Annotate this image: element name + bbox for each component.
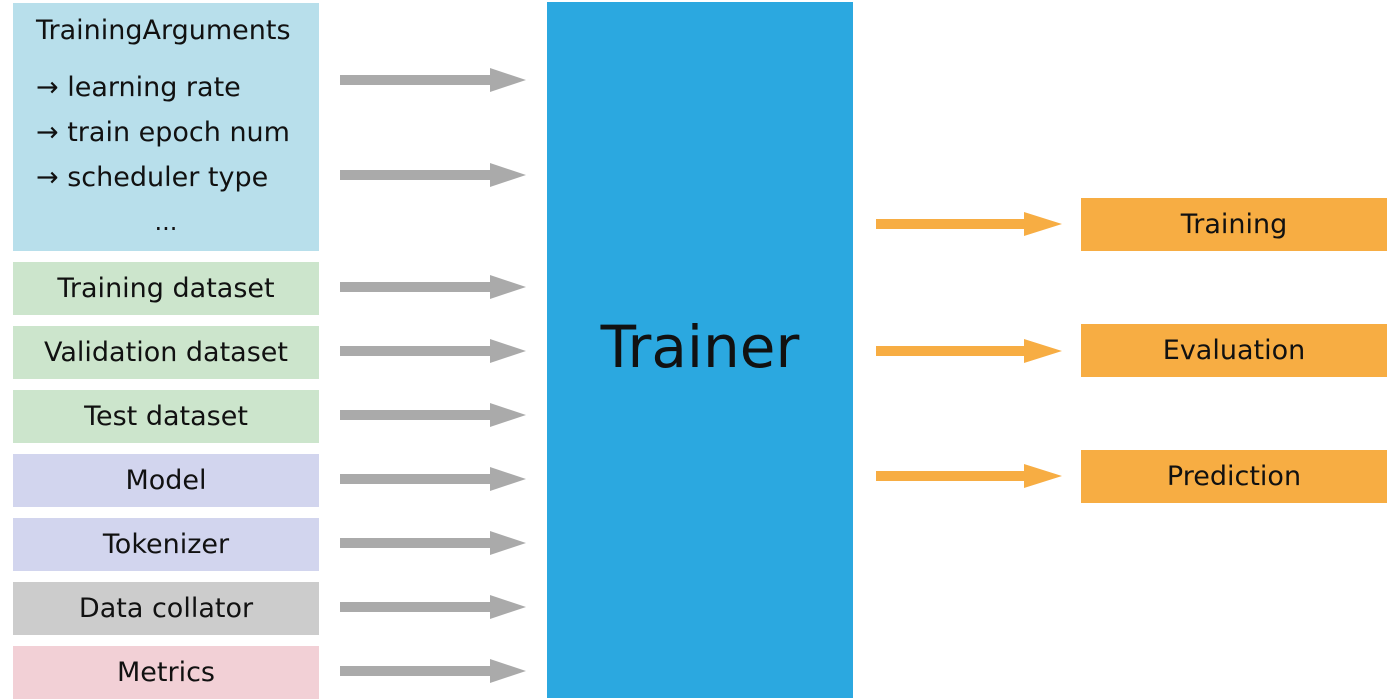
arrow-metrics: [340, 659, 526, 683]
arrow-validation-dataset: [340, 339, 526, 363]
arrow-arguments-top: [340, 68, 526, 92]
arrow-data-collator: [340, 595, 526, 619]
data-collator-box: Data collator: [13, 582, 319, 635]
training-arguments-title: TrainingArguments: [36, 15, 291, 46]
arrow-model: [340, 467, 526, 491]
arrow-arguments-bottom: [340, 163, 526, 187]
training-dataset-box: Training dataset: [13, 262, 319, 315]
training-output-box: Training: [1081, 198, 1387, 251]
arguments-ellipsis: ...: [154, 208, 178, 236]
argument-learning-rate: → learning rate: [36, 72, 241, 103]
argument-train-epoch-num: → train epoch num: [36, 117, 290, 148]
arrow-to-evaluation: [876, 339, 1062, 363]
tokenizer-box: Tokenizer: [13, 518, 319, 571]
metrics-box: Metrics: [13, 646, 319, 699]
arrow-training-dataset: [340, 275, 526, 299]
prediction-output-box: Prediction: [1081, 450, 1387, 503]
argument-scheduler-type: → scheduler type: [36, 162, 269, 193]
arrow-to-prediction: [876, 464, 1062, 488]
model-box: Model: [13, 454, 319, 507]
evaluation-output-box: Evaluation: [1081, 324, 1387, 377]
arrow-to-training: [876, 212, 1062, 236]
validation-dataset-box: Validation dataset: [13, 326, 319, 379]
arrow-test-dataset: [340, 403, 526, 427]
arrow-tokenizer: [340, 531, 526, 555]
trainer-box: Trainer: [547, 2, 853, 698]
training-arguments-box: TrainingArguments → learning rate → trai…: [13, 3, 319, 251]
test-dataset-box: Test dataset: [13, 390, 319, 443]
trainer-label: Trainer: [600, 313, 800, 381]
